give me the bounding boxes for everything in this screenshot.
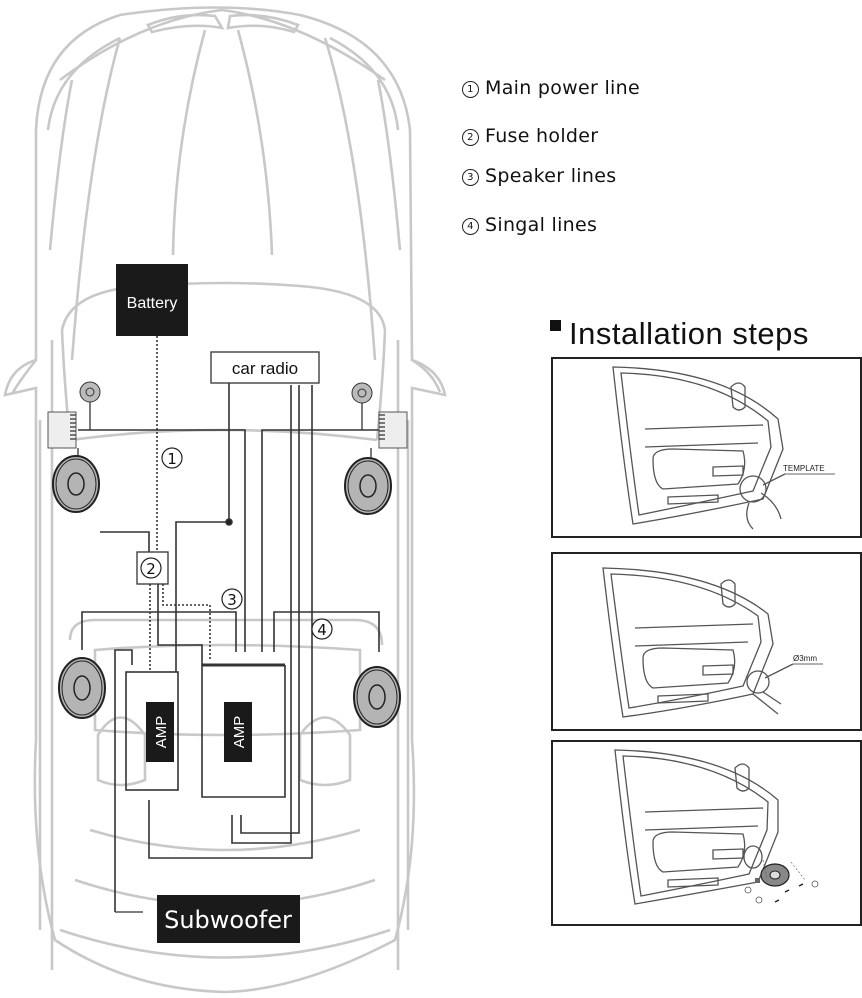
legend-number: 2 — [462, 129, 479, 146]
speaker-icon — [52, 455, 100, 513]
crossover-icon — [47, 411, 79, 460]
bullet-square-icon — [550, 320, 561, 331]
speaker-icon — [344, 457, 392, 515]
crossover-icon — [370, 411, 408, 460]
legend-number: 4 — [462, 218, 479, 235]
marker-3: 3 — [227, 591, 237, 609]
door-illustration: Ø3mm — [602, 567, 823, 718]
speaker-exploded-icon — [744, 859, 819, 904]
tweeter-icon — [351, 382, 373, 430]
car-radio-label: car radio — [232, 359, 298, 378]
subwoofer-box: Subwoofer — [115, 895, 300, 943]
speaker-icon — [353, 666, 401, 728]
legend-number: 3 — [462, 169, 479, 186]
marker-2: 2 — [146, 560, 156, 578]
door-illustration — [614, 749, 819, 905]
step-2-annotation: Ø3mm — [793, 654, 817, 663]
legend-item: 3 Speaker lines — [462, 165, 616, 187]
amp-right-label: AMP — [231, 716, 248, 749]
legend-label: Singal lines — [485, 214, 598, 236]
legend-item: 2 Fuse holder — [462, 125, 598, 147]
amp-left-label: AMP — [153, 716, 170, 749]
battery-box: Battery — [116, 264, 188, 336]
marker-4: 4 — [317, 621, 327, 639]
step-panel-1: TEMPLATE — [551, 357, 862, 538]
wiring — [78, 336, 382, 912]
marker-3-group: 3 — [221, 588, 243, 610]
installation-title-text: Installation steps — [569, 316, 809, 351]
installation-steps-title: Installation steps — [550, 316, 809, 352]
legend-number: 1 — [462, 81, 479, 98]
legend-item: 1 Main power line — [462, 77, 640, 99]
door-illustration: TEMPLATE — [612, 366, 835, 530]
car-radio-box: car radio — [210, 351, 320, 384]
legend-label: Fuse holder — [485, 125, 599, 147]
subwoofer-label: Subwoofer — [164, 906, 292, 934]
amp-left: AMP — [146, 702, 174, 762]
car-wiring-diagram: Battery car radio 2 1 3 4 AMP AMP Subwoo… — [3, 6, 447, 994]
battery-label: Battery — [127, 295, 178, 312]
legend-item: 4 Singal lines — [462, 214, 597, 236]
step-1-annotation: TEMPLATE — [783, 464, 825, 473]
step-panel-2: Ø3mm — [551, 552, 862, 731]
tweeter-icon — [79, 381, 101, 430]
step-panel-3 — [551, 740, 862, 926]
legend-label: Speaker lines — [485, 165, 617, 187]
speaker-icon — [58, 657, 106, 719]
marker-1-group: 1 — [161, 447, 183, 469]
marker-4-group: 4 — [311, 618, 333, 640]
fuse-holder: 2 — [136, 551, 169, 585]
amp-right: AMP — [224, 702, 252, 762]
marker-1: 1 — [167, 450, 177, 468]
legend-label: Main power line — [485, 77, 640, 99]
